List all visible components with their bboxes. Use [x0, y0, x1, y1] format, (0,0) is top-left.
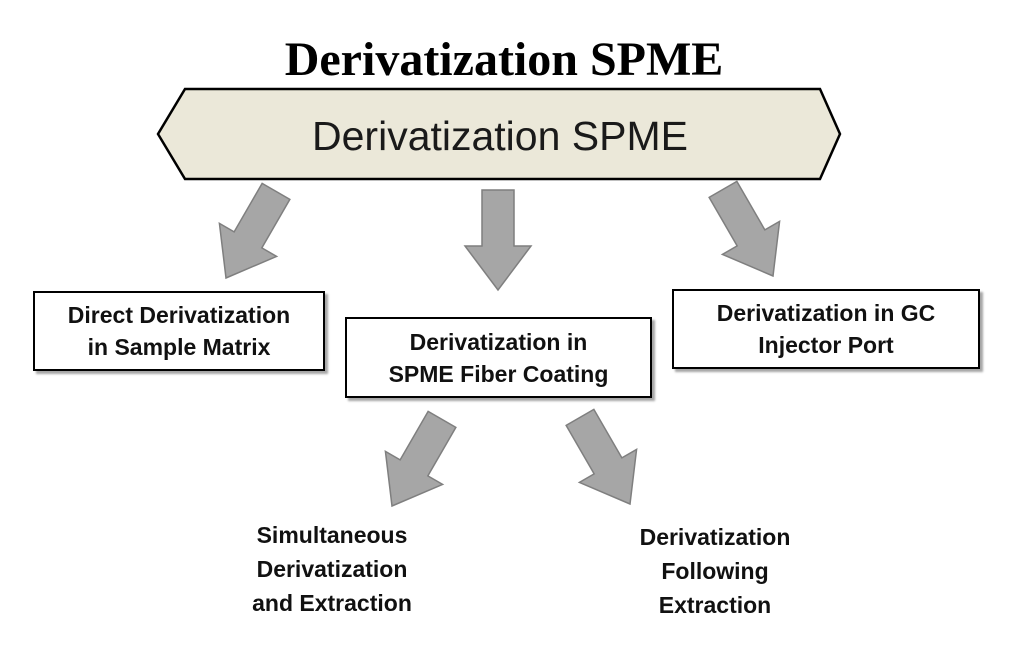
fiber-coating-label: Derivatization in SPME Fiber Coating: [388, 328, 609, 387]
direct-derivatization-label: Direct Derivatization in Sample Matrix: [67, 302, 291, 360]
page-title: Derivatization SPME: [284, 33, 724, 86]
fiber-coating-box: Derivatization in SPME Fiber Coating: [345, 317, 652, 398]
direct-derivatization-box: Direct Derivatization in Sample Matrix: [33, 291, 325, 371]
gc-injector-label: Derivatization in GC Injector Port: [716, 300, 936, 358]
simultaneous-derivatization-label: Simultaneous Derivatization and Extracti…: [252, 522, 412, 616]
banner-shape: [156, 87, 842, 181]
arrow-to-gc-injector: [693, 172, 803, 294]
arrow-to-simultaneous: [362, 402, 472, 524]
banner-label: Derivatization SPME: [312, 113, 688, 159]
arrow-to-fiber-coating: [464, 189, 532, 291]
derivatization-following-extraction-label: Derivatization Following Extraction: [639, 524, 791, 618]
arrow-to-direct-derivatization: [196, 174, 306, 296]
gc-injector-box: Derivatization in GC Injector Port: [672, 289, 980, 369]
arrow-to-following-extraction: [550, 400, 660, 522]
